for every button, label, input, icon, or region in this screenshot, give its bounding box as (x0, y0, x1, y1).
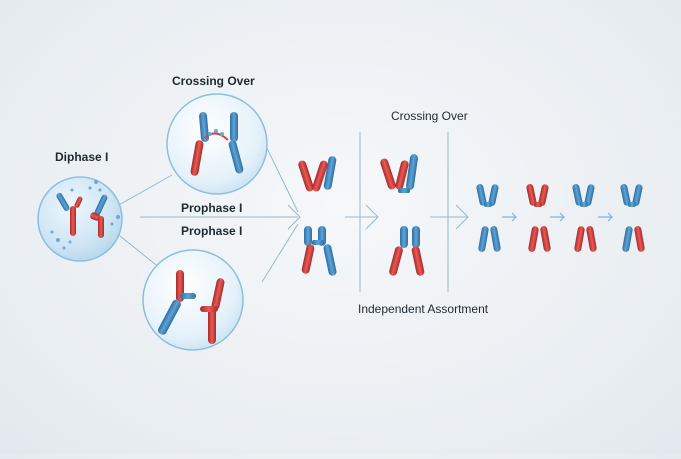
connector-line (109, 174, 173, 211)
crossing-over-bubble (166, 93, 268, 195)
gamete-pair (572, 184, 597, 252)
crossing-over-top-label: Crossing Over (172, 74, 255, 88)
tetrad-stage-1 (298, 156, 337, 276)
independent-assortment-label: Independent Assortment (358, 302, 489, 316)
gamete-pair (476, 184, 501, 252)
crossing-over-right-label: Crossing Over (391, 109, 468, 123)
prophase-label-1: Prophase I (181, 201, 243, 215)
connector-line (262, 139, 299, 213)
diphase-cell (37, 176, 123, 262)
connector-line (261, 223, 299, 283)
chevron-arrow (287, 204, 301, 230)
gamete-pair (526, 184, 551, 252)
diphase-label: Diphase I (55, 150, 109, 164)
prophase-label-2: Prophase I (181, 224, 243, 238)
tetrad-stage-2 (380, 154, 425, 276)
chevron-arrow (455, 204, 469, 230)
gamete-row (476, 184, 645, 252)
gamete-pair (620, 184, 645, 252)
prophase-bubble (142, 249, 244, 351)
